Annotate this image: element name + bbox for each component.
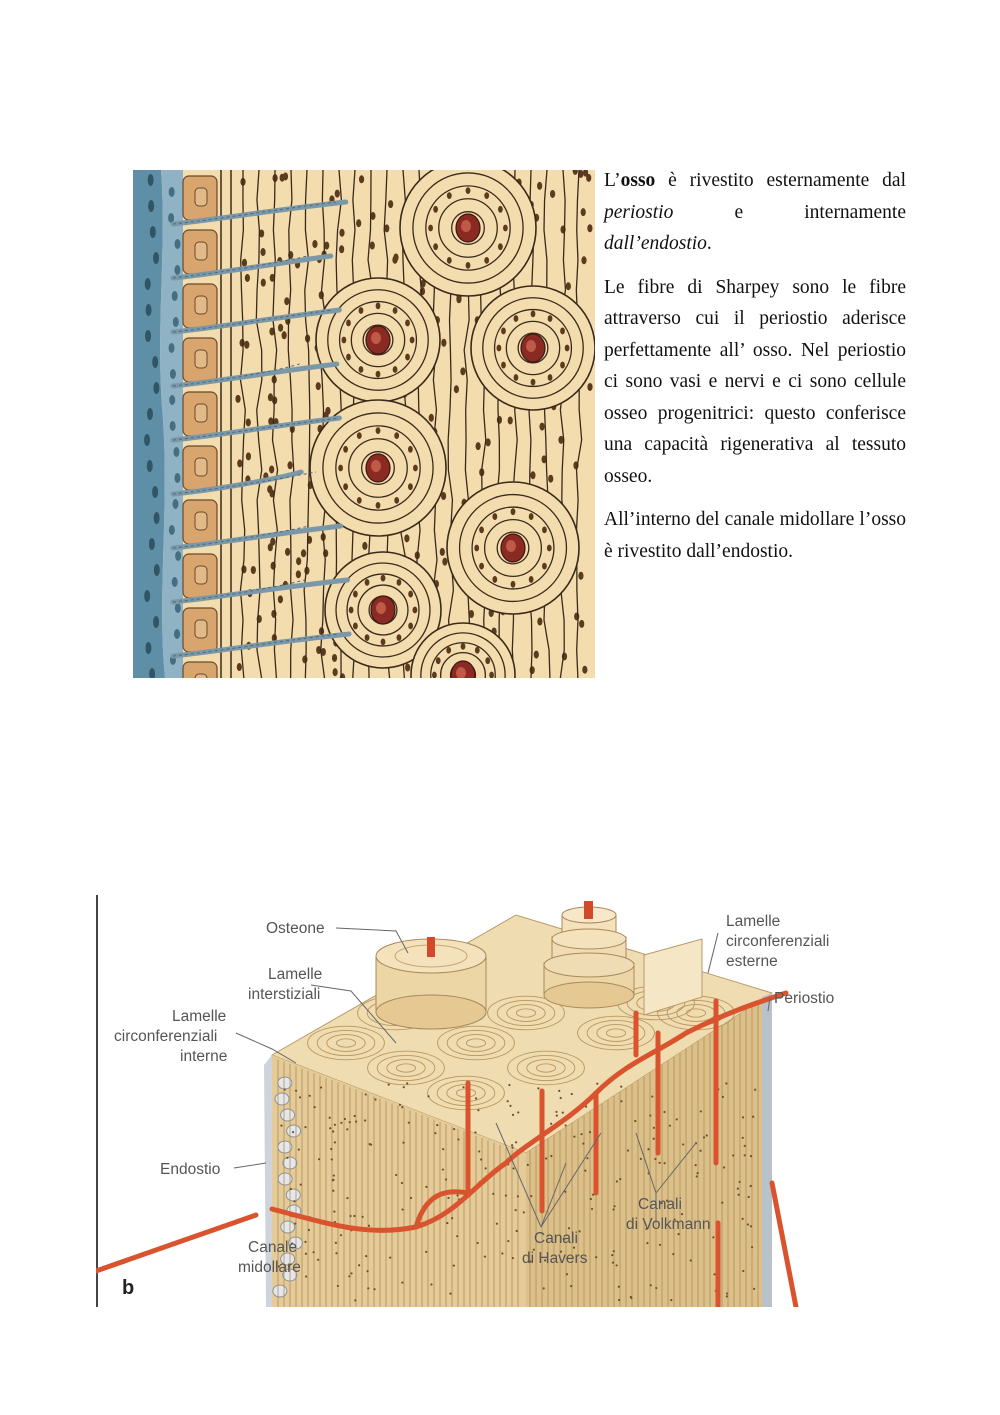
- label-canali-havers-2: di Havers: [522, 1250, 588, 1267]
- italic-term-endostio: dall’endostio: [604, 233, 707, 254]
- label-lamelle-esterne-2: circonferenziali: [726, 933, 829, 950]
- label-lamelle-interne: Lamelle: [172, 1008, 226, 1025]
- label-lamelle-interstiziali-2: interstiziali: [248, 986, 320, 1003]
- bone-section-illustration: [133, 170, 595, 678]
- osteon-cylinder-2: [543, 901, 635, 1009]
- label-lamelle-esterne-3: esterne: [726, 953, 778, 970]
- label-canale-midollare: Canale: [248, 1239, 297, 1256]
- leader-lines: [233, 927, 771, 1228]
- paragraph-2: Le fibre di Sharpey sono le fibre attrav…: [604, 276, 906, 487]
- osteon-cylinder-1: [375, 937, 487, 1030]
- text-run: L’: [604, 170, 621, 191]
- label-endostio: Endostio: [160, 1161, 220, 1178]
- label-periostio: Periostio: [774, 990, 834, 1007]
- bold-term-osso: osso: [620, 170, 656, 191]
- label-canali-volkmann: Canali: [638, 1196, 682, 1213]
- bone-histology-figure: [133, 170, 595, 678]
- label-canali-volkmann-2: di Volkmann: [626, 1216, 710, 1233]
- panel-letter: b: [122, 1277, 134, 1299]
- text-run: .: [706, 233, 712, 254]
- osteons: [309, 170, 595, 678]
- bone-block-illustration: Osteone Lamelle interstiziali Lamelle ci…: [96, 895, 834, 1307]
- paragraph-1: L’osso è rivestito esternamente dal peri…: [604, 165, 906, 260]
- label-canale-midollare-2: midollare: [238, 1259, 301, 1276]
- label-lamelle-esterne: Lamelle: [726, 913, 780, 930]
- periosteum: [133, 170, 183, 678]
- paragraph-3: All’interno del canale midollare l’osso …: [604, 509, 906, 562]
- label-canali-havers: Canali: [534, 1230, 578, 1247]
- label-osteone: Osteone: [266, 920, 325, 937]
- compact-bone-diagram: Osteone Lamelle interstiziali Lamelle ci…: [96, 893, 844, 1307]
- label-lamelle-interne-3: interne: [180, 1048, 227, 1065]
- text-run: è rivestito esternamente dal: [655, 170, 906, 191]
- text-column: L’osso è rivestito esternamente dal peri…: [604, 165, 906, 579]
- italic-term-periostio: periostio: [604, 201, 674, 223]
- sharpey-fibres: [170, 175, 352, 678]
- blood-vessels: [96, 990, 799, 1307]
- label-lamelle-interne-2: circonferenziali: [114, 1028, 217, 1045]
- label-lamelle-interstiziali: Lamelle: [268, 966, 322, 983]
- text-run: e internamente: [673, 201, 906, 223]
